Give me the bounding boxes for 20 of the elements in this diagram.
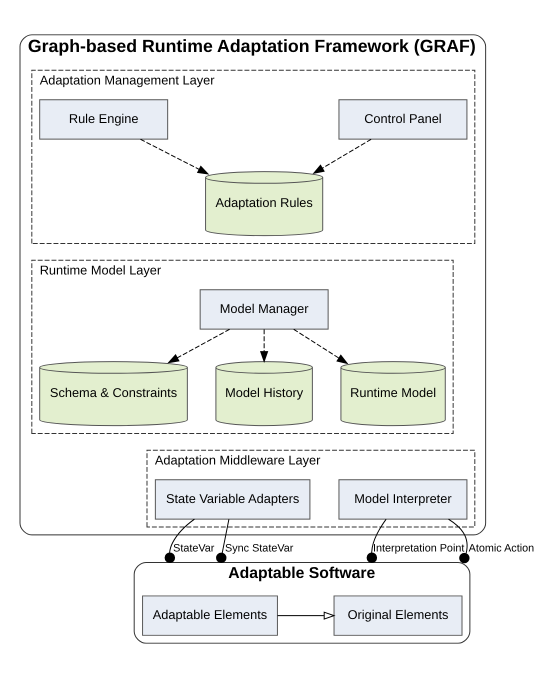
- edge-label: Atomic Action: [468, 542, 534, 554]
- edge-label: Sync StateVar: [225, 542, 294, 554]
- arrow: [167, 328, 230, 363]
- edge-label: Interpretation Point: [373, 542, 464, 554]
- arrow: [277, 610, 336, 620]
- connector: [366, 518, 387, 562]
- node-box: Adaptable Elements: [142, 594, 278, 636]
- node-box: State Variable Adapters: [154, 478, 310, 520]
- connector: [448, 518, 470, 563]
- connector: [216, 518, 230, 563]
- node-box: Model Interpreter: [338, 478, 468, 520]
- node-box: Rule Engine: [39, 98, 168, 140]
- node-box: Model Manager: [200, 288, 329, 330]
- node-box: Original Elements: [334, 594, 462, 636]
- arrow: [312, 138, 372, 174]
- node-box: Control Panel: [338, 98, 468, 140]
- edge-label: StateVar: [173, 542, 214, 554]
- arrow: [140, 138, 210, 174]
- arrow: [293, 328, 348, 364]
- arrow: [260, 328, 268, 362]
